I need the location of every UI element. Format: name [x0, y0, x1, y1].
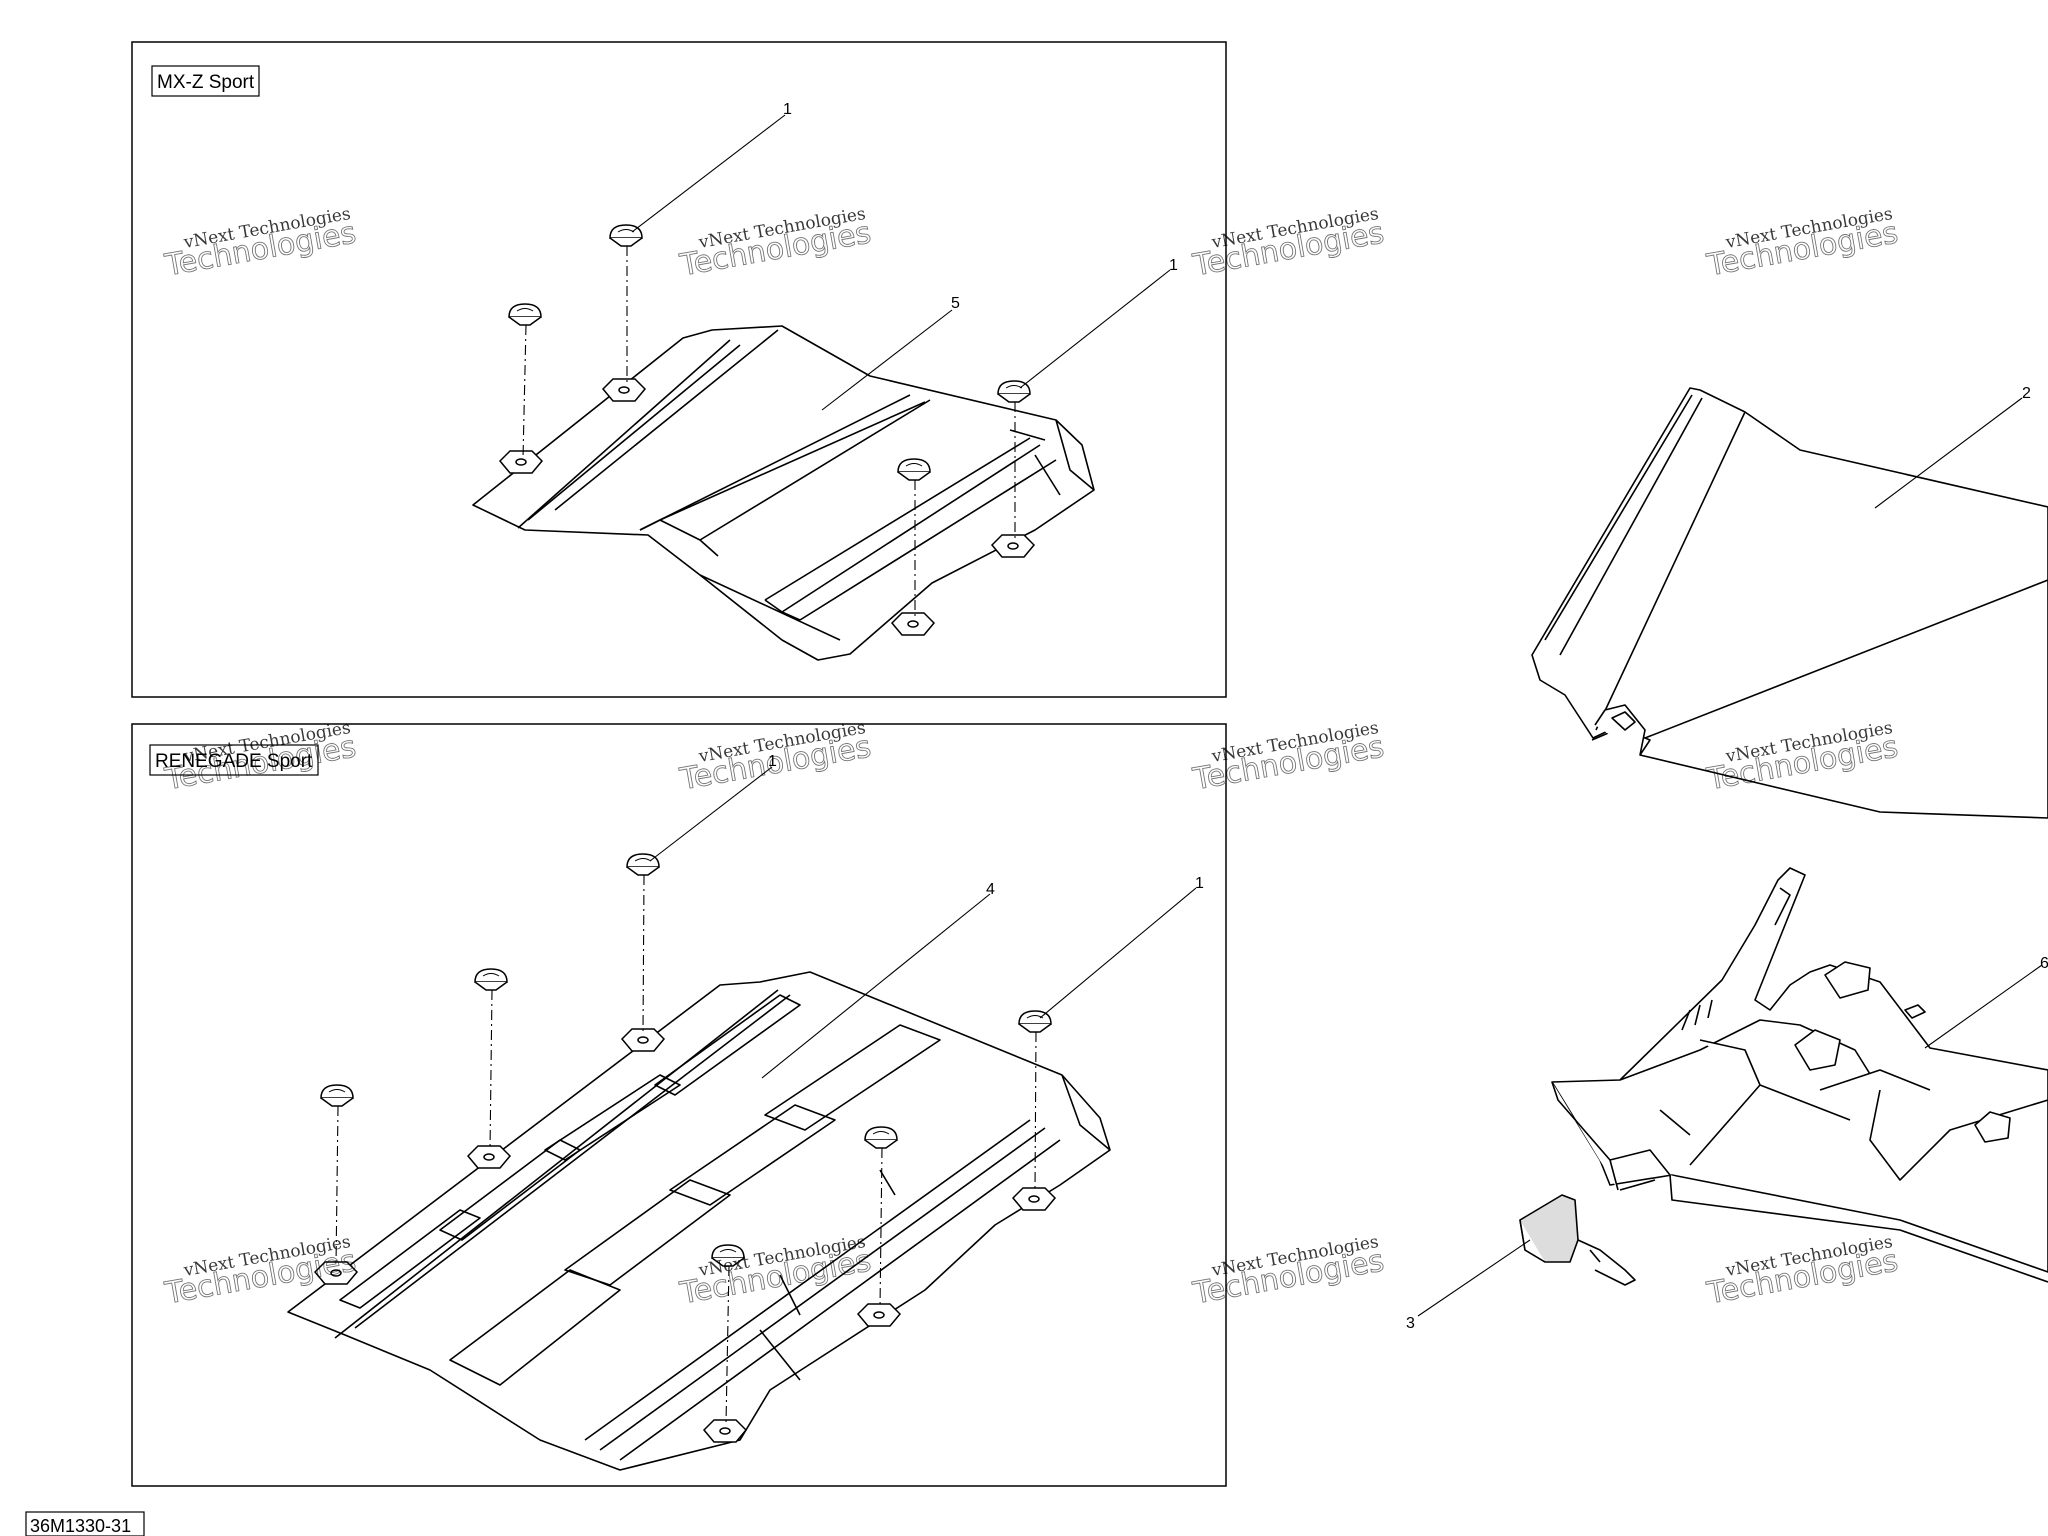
- latch-leader: [1417, 1239, 1531, 1317]
- seat-leader: [1874, 397, 2023, 509]
- watermark-tile-5: vNext Technologies Technologies: [161, 718, 359, 798]
- renegade-dash-lines: [335, 874, 1037, 1425]
- mxz-dash-lines: [522, 246, 1016, 618]
- callout-6: 6: [2040, 955, 2048, 972]
- storage-tray: [1551, 867, 2048, 1283]
- watermark-tile-6: vNext Technologies Technologies: [676, 718, 874, 798]
- watermark-tile-11: vNext Technologies Technologies: [1189, 1232, 1387, 1312]
- top-panel-title-box: [151, 65, 260, 97]
- watermark-tile-2: vNext Technologies Technologies: [676, 204, 874, 284]
- watermark-tile-7: vNext Technologies Technologies: [1189, 718, 1387, 798]
- bottom-panel-title: RENEGADE Sport: [155, 751, 313, 772]
- callout-1-bottom-b: 1: [1195, 875, 1204, 892]
- seat-cover: [1531, 387, 2048, 819]
- top-panel-frame: [131, 41, 1227, 698]
- renegade-leader-lines: [649, 766, 1197, 1079]
- mxz-leader-lines: [631, 114, 1171, 411]
- bottom-panel-title-box: [149, 744, 319, 776]
- callout-2: 2: [2022, 385, 2031, 402]
- bottom-panel-frame: [131, 723, 1227, 1487]
- latch: [1519, 1194, 1636, 1286]
- watermark-tile-12: vNext Technologies Technologies: [1703, 1232, 1901, 1312]
- figure-code-box: [25, 1511, 145, 1536]
- callout-3: 3: [1406, 1315, 1415, 1332]
- skid-plate-mxz: [472, 325, 1095, 661]
- callout-1-top-a: 1: [783, 101, 792, 118]
- top-panel-title: MX-Z Sport: [157, 72, 255, 93]
- skid-plate-renegade: [287, 971, 1111, 1471]
- watermark-tile-4: vNext Technologies Technologies: [1703, 204, 1901, 284]
- watermark-tile-3: vNext Technologies Technologies: [1189, 204, 1387, 284]
- callout-5: 5: [951, 295, 960, 312]
- tray-leader: [1924, 964, 2043, 1049]
- callout-1-bottom-a: 1: [768, 753, 777, 770]
- watermark-tile-1: vNext Technologies Technologies: [161, 204, 359, 284]
- callout-4: 4: [986, 881, 995, 898]
- callout-1-top-b: 1: [1169, 257, 1178, 274]
- figure-code: 36M1330-31: [30, 1516, 131, 1536]
